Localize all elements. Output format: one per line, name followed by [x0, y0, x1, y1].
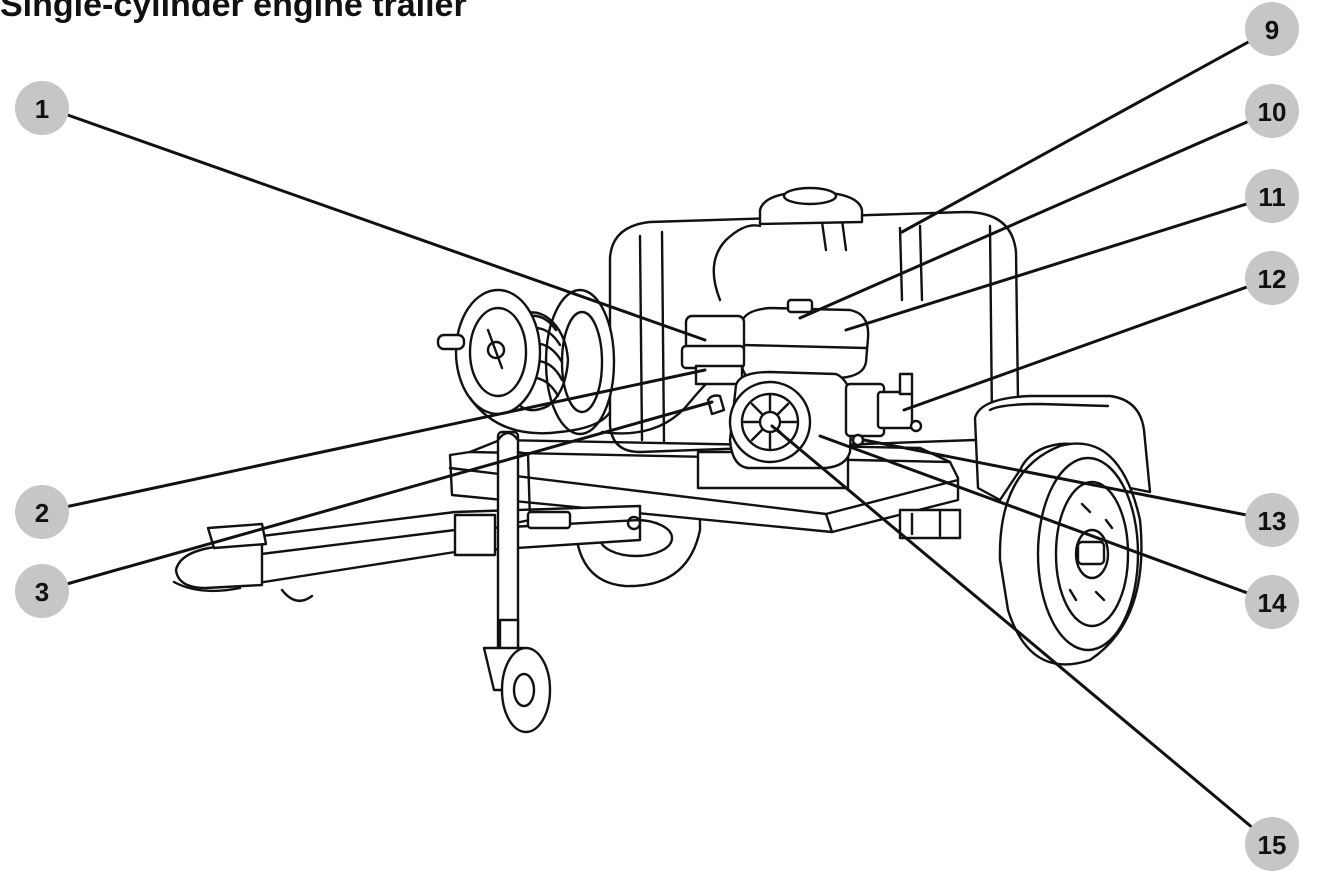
callout-15: 15 [1245, 817, 1299, 871]
leader-lines [40, 27, 1274, 846]
callout-11-label: 11 [1258, 182, 1286, 212]
callout-10-label: 10 [1258, 97, 1287, 127]
callout-9-label: 9 [1265, 15, 1279, 45]
hose-reel [436, 288, 616, 436]
jack-stand [482, 430, 572, 734]
callout-14: 14 [1245, 575, 1299, 629]
callout-2: 2 [15, 485, 69, 539]
callout-1: 1 [15, 81, 69, 135]
callout-12: 12 [1245, 251, 1299, 305]
callout-10: 10 [1245, 84, 1299, 138]
callout-1-label: 1 [35, 94, 49, 124]
right-wheel [973, 394, 1152, 666]
callout-9: 9 [1245, 2, 1299, 56]
callout-2-label: 2 [35, 498, 49, 528]
callout-15-label: 15 [1258, 830, 1287, 860]
pump [844, 372, 923, 447]
callout-13-label: 13 [1258, 506, 1287, 536]
callout-12-label: 12 [1258, 264, 1287, 294]
tank-hose [712, 224, 762, 302]
diagram-title: Single-cylinder engine trailer [0, 0, 467, 24]
callout-11: 11 [1245, 169, 1299, 223]
callout-13: 13 [1245, 493, 1299, 547]
engine [680, 298, 870, 470]
callout-3-label: 3 [35, 577, 49, 607]
callout-14-label: 14 [1258, 588, 1287, 618]
callout-3: 3 [15, 564, 69, 618]
